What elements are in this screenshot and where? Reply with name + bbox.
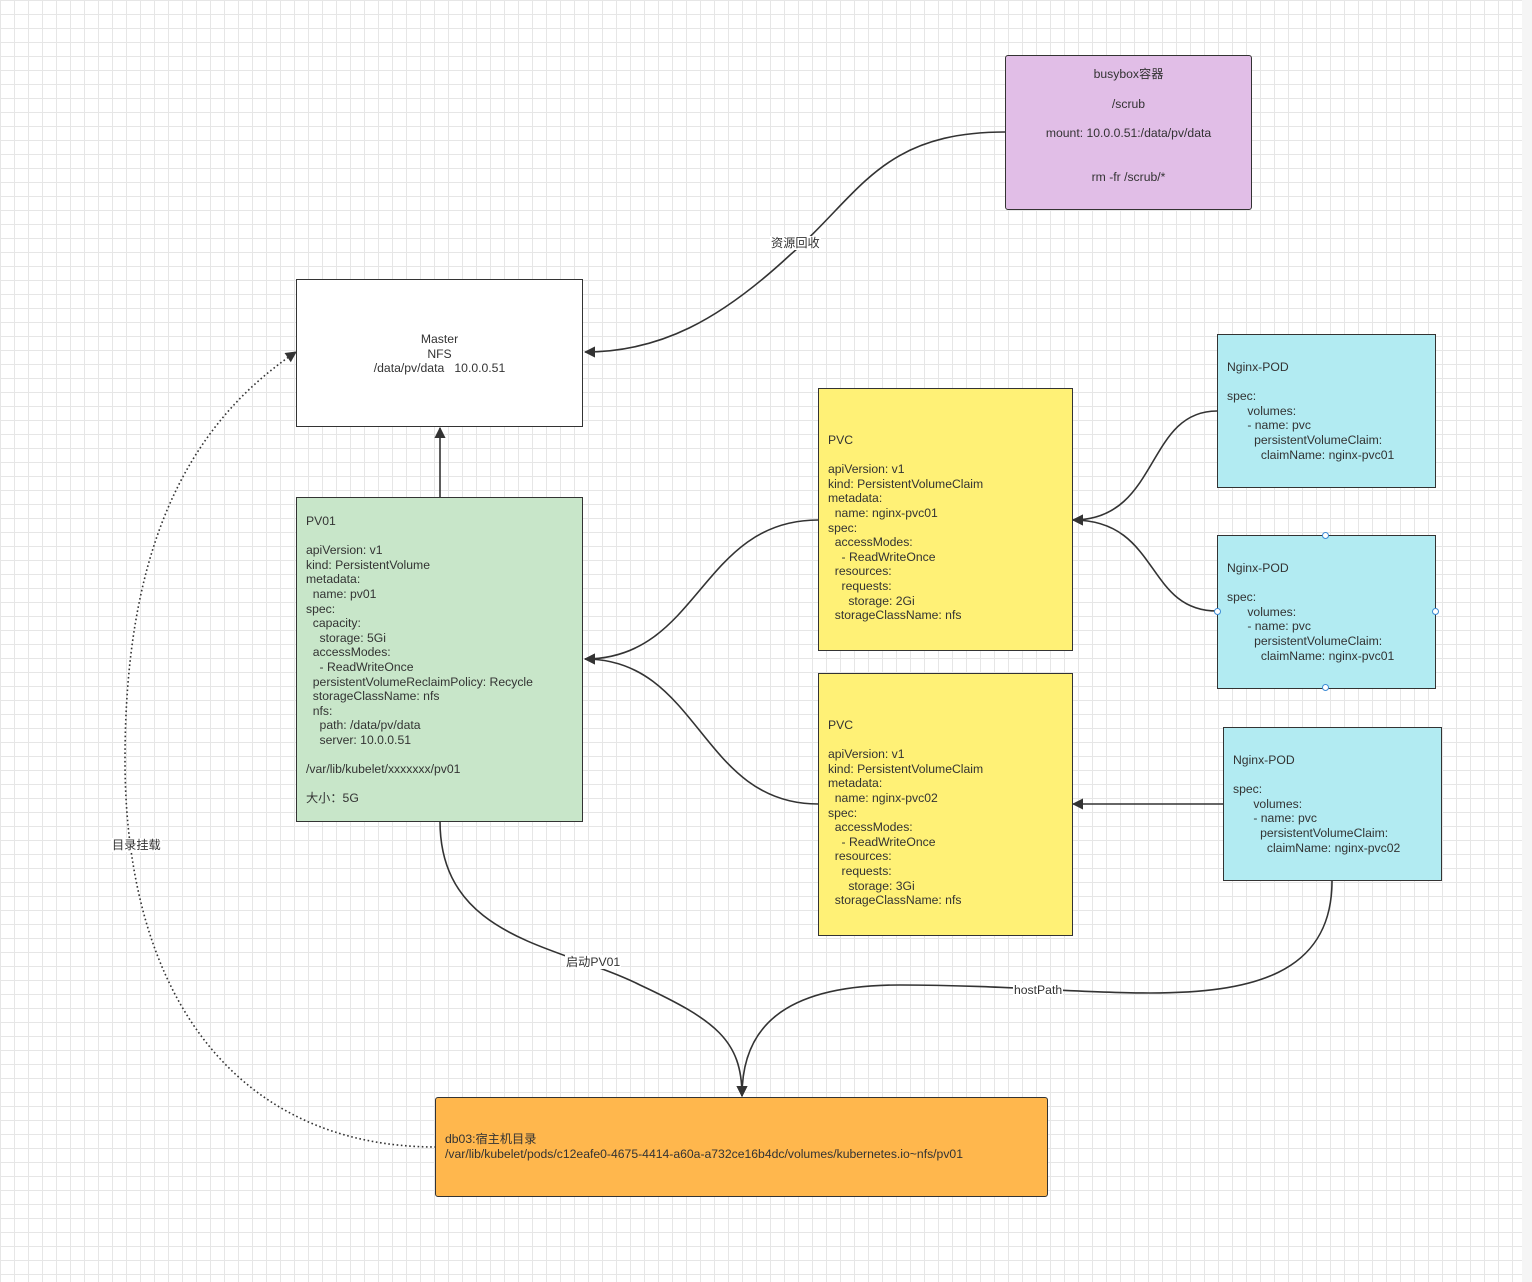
edge-pod1-to-pvc01[interactable] — [1071, 410, 1218, 526]
pvc02-text: PVC apiVersion: v1 kind: PersistentVolum… — [828, 718, 984, 908]
busybox-title: busybox容器 — [1093, 67, 1164, 81]
edge-pv01-to-host[interactable] — [439, 820, 748, 1098]
busybox-command: rm -fr /scrub/* — [1091, 170, 1166, 184]
nginx-pod-node-1[interactable]: Nginx-POD spec: volumes: - name: pvc per… — [1217, 334, 1436, 488]
selection-handle-top[interactable] — [1322, 532, 1329, 539]
label-reclaim: 资源回收 — [770, 236, 821, 250]
pvc01-text: PVC apiVersion: v1 kind: PersistentVolum… — [828, 433, 984, 623]
busybox-path: /scrub — [1111, 97, 1146, 111]
pod1-text: Nginx-POD spec: volumes: - name: pvc per… — [1227, 360, 1395, 462]
edge-pvc01-to-pv01[interactable] — [583, 519, 819, 665]
busybox-mount: mount: 10.0.0.51:/data/pv/data — [1045, 126, 1212, 140]
canvas-right-edge — [1522, 0, 1532, 1282]
nginx-pod-node-2[interactable]: Nginx-POD spec: volumes: - name: pvc per… — [1217, 535, 1436, 689]
host-path: /var/lib/kubelet/pods/c12eafe0-4675-4414… — [445, 1147, 963, 1161]
selection-handle-left[interactable] — [1214, 608, 1221, 615]
pvc02-node[interactable]: PVC apiVersion: v1 kind: PersistentVolum… — [818, 673, 1073, 936]
host-directory-node[interactable]: db03:宿主机目录 /var/lib/kubelet/pods/c12eafe… — [435, 1097, 1048, 1197]
master-nfs-node[interactable]: Master NFS /data/pv/data 10.0.0.51 — [296, 279, 583, 427]
edge-pod2-to-pvc01[interactable] — [1071, 514, 1218, 612]
edge-busybox-to-master[interactable] — [583, 131, 1006, 358]
selection-handle-bottom[interactable] — [1322, 684, 1329, 691]
selection-handle-right[interactable] — [1432, 608, 1439, 615]
label-start-pv01: 启动PV01 — [565, 955, 622, 969]
label-hostpath: hostPath — [1013, 983, 1064, 997]
busybox-container-node[interactable]: busybox容器 /scrub mount: 10.0.0.51:/data/… — [1005, 55, 1252, 210]
pod2-text: Nginx-POD spec: volumes: - name: pvc per… — [1227, 561, 1395, 663]
host-title: db03:宿主机目录 — [445, 1132, 537, 1146]
label-mount-dir: 目录挂载 — [111, 838, 162, 852]
pvc01-node[interactable]: PVC apiVersion: v1 kind: PersistentVolum… — [818, 388, 1073, 651]
pv01-text: PV01 apiVersion: v1 kind: PersistentVolu… — [306, 514, 533, 806]
nginx-pod-node-3[interactable]: Nginx-POD spec: volumes: - name: pvc per… — [1223, 727, 1442, 881]
edge-pvc02-to-pv01[interactable] — [583, 653, 819, 805]
edge-host-to-master[interactable] — [124, 351, 437, 1148]
pv01-node[interactable]: PV01 apiVersion: v1 kind: PersistentVolu… — [296, 497, 583, 822]
master-text: Master NFS /data/pv/data 10.0.0.51 — [373, 332, 506, 376]
pod3-text: Nginx-POD spec: volumes: - name: pvc per… — [1233, 753, 1401, 855]
